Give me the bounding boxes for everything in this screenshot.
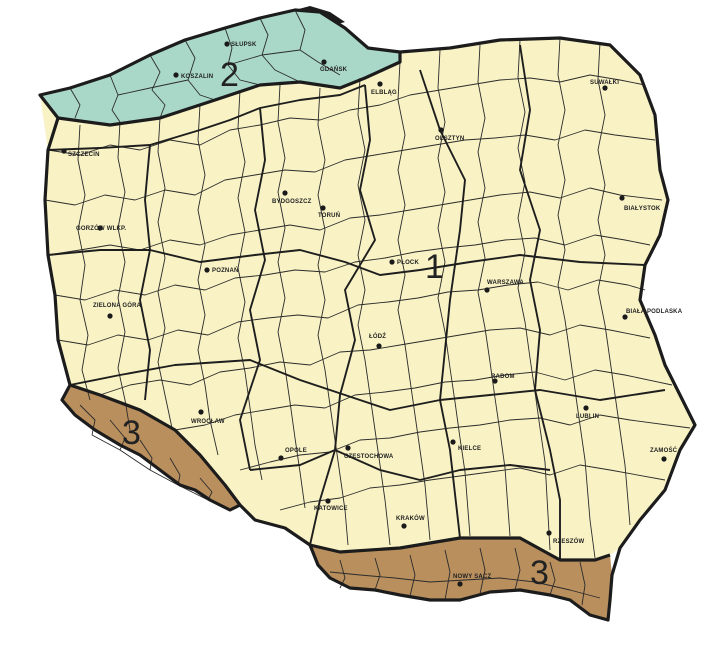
city-label: PŁOCK (397, 260, 419, 266)
city-label: GORZÓW WLKP. (76, 224, 126, 232)
city-bialystok: BIAŁYSTOK (619, 195, 661, 212)
zone-3-region-west (62, 385, 240, 510)
city-dot (450, 439, 456, 445)
city-wroclaw: WROCŁAW (191, 409, 225, 425)
city-dot (438, 127, 444, 133)
city-label: OPOLE (285, 448, 307, 454)
city-lublin: LUBLIN (576, 405, 599, 420)
cities-layer: SŁUPSK KOSZALIN GDAŃSK ELBLĄG SUWAŁKI OL… (61, 41, 683, 587)
zone-3-south-boundary (309, 536, 611, 562)
city-label: KIELCE (458, 446, 481, 452)
city-slupsk: SŁUPSK (224, 41, 257, 48)
city-dot (107, 313, 113, 319)
hel-peninsula (295, 6, 345, 24)
city-label: WROCŁAW (191, 419, 225, 425)
city-olsztyn: OLSZTYN (435, 127, 464, 142)
zone-1-label: 1 (425, 248, 444, 286)
city-dot (325, 498, 331, 504)
city-dot (376, 343, 382, 349)
city-dot (345, 445, 351, 451)
city-label: ŁÓDŹ (369, 332, 386, 340)
city-kielce: KIELCE (450, 439, 481, 452)
city-dot (492, 378, 498, 384)
zone-3-label-west: 3 (122, 414, 141, 452)
city-label: SZCZECIN (68, 152, 100, 158)
city-zielona-gora: ZIELONA GÓRA (93, 301, 142, 319)
city-gorzow: GORZÓW WLKP. (76, 224, 126, 232)
city-dot (484, 287, 490, 293)
city-label: POZNAŃ (212, 266, 239, 274)
city-dot (198, 409, 204, 415)
city-suwalki: SUWAŁKI (590, 80, 619, 91)
city-bydgoszcz: BYDGOSZCZ (272, 190, 312, 205)
city-dot (389, 259, 395, 265)
zone-3-label-south: 3 (530, 554, 549, 592)
city-label: OLSZTYN (435, 136, 464, 142)
city-dot (321, 59, 327, 65)
city-label: NOWY SĄCZ (453, 574, 491, 580)
city-czestochowa: CZĘSTOCHOWA (344, 445, 394, 460)
city-dot (602, 85, 608, 91)
city-label: RZESZÓW (553, 537, 585, 545)
city-label: GDAŃSK (320, 65, 348, 73)
voivodeship-boundaries (47, 44, 666, 560)
city-radom: RADOM (491, 374, 515, 384)
city-katowice: KATOWICE (314, 498, 348, 512)
city-elblag: ELBLĄG (371, 81, 397, 96)
city-rzeszow: RZESZÓW (546, 530, 584, 545)
city-torun: TORUŃ (318, 205, 340, 219)
city-dot (457, 581, 463, 587)
city-label: BIAŁYSTOK (624, 206, 661, 212)
country-border (38, 8, 697, 622)
city-label: SUWAŁKI (590, 80, 619, 86)
city-dot (583, 405, 589, 411)
city-dot (173, 72, 179, 78)
city-label: ZAMOŚĆ (650, 446, 678, 454)
city-biala-podlaska: BIAŁA PODLASKA (622, 309, 683, 320)
city-szczecin: SZCZECIN (61, 148, 99, 158)
city-nowy-sacz: NOWY SĄCZ (453, 574, 491, 587)
city-krakow: KRAKÓW (396, 514, 425, 529)
city-dot (224, 41, 230, 47)
zone-3-region-south (310, 538, 612, 620)
zone-2-boundary (57, 52, 402, 127)
city-dot (622, 314, 628, 320)
city-label: LUBLIN (576, 414, 599, 420)
city-dot (401, 523, 407, 529)
city-lodz: ŁÓDŹ (369, 332, 386, 349)
city-dot (204, 267, 210, 273)
zone-2-label: 2 (220, 56, 239, 94)
city-zamosc: ZAMOŚĆ (650, 446, 678, 462)
city-label: CZĘSTOCHOWA (344, 454, 394, 460)
city-poznan: POZNAŃ (204, 266, 238, 274)
city-label: BYDGOSZCZ (272, 199, 312, 205)
city-dot (619, 195, 625, 201)
city-label: WARSZAWA (487, 280, 524, 286)
city-label: KOSZALIN (181, 74, 213, 80)
city-opole: OPOLE (278, 448, 307, 461)
city-label: KATOWICE (314, 506, 348, 512)
city-label: ELBLĄG (371, 90, 397, 96)
city-label: KRAKÓW (396, 514, 425, 522)
city-dot (546, 530, 552, 536)
city-koszalin: KOSZALIN (173, 72, 213, 80)
city-dot (377, 81, 383, 87)
city-dot (61, 148, 67, 154)
city-label: SŁUPSK (231, 42, 257, 48)
zone-3-west-boundary (69, 383, 242, 506)
city-label: ZIELONA GÓRA (93, 301, 142, 309)
city-dot (282, 190, 288, 196)
city-warszawa: WARSZAWA (484, 280, 524, 293)
city-label: BIAŁA PODLASKA (626, 309, 683, 315)
city-label: TORUŃ (318, 211, 340, 219)
city-label: RADOM (491, 374, 515, 380)
city-dot (661, 456, 667, 462)
city-dot (278, 455, 284, 461)
city-plock: PŁOCK (389, 259, 419, 266)
zone-2-region (40, 10, 400, 125)
city-dot (320, 205, 326, 211)
city-dot (97, 225, 103, 231)
city-gdansk: GDAŃSK (320, 59, 348, 73)
